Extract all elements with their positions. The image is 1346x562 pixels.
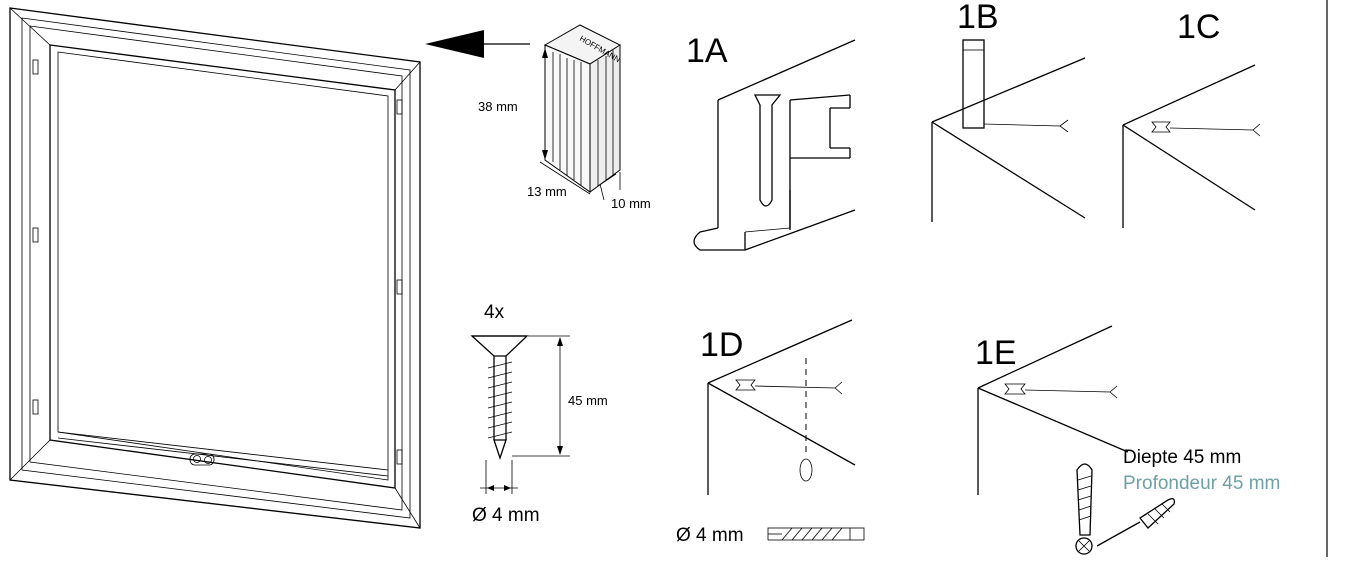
step-1c-corner xyxy=(1122,64,1261,228)
depth-note-nl: Diepte 45 mm xyxy=(1123,447,1241,468)
screw-in-icon xyxy=(1075,463,1093,555)
screw-diameter-label: Ø 4 mm xyxy=(472,505,540,526)
step-1e-label: 1E xyxy=(975,334,1017,372)
block-depth-label: 10 mm xyxy=(611,196,651,211)
screw-quantity-label: 4x xyxy=(484,302,505,323)
step-1d-corner xyxy=(707,319,856,495)
drill-diameter-label: Ø 4 mm xyxy=(676,525,744,546)
block-width-label: 13 mm xyxy=(527,184,567,199)
step-1b-corner xyxy=(931,39,1086,222)
step-1a-frame-section xyxy=(693,39,856,251)
wedge-block xyxy=(543,24,622,193)
window-frame xyxy=(9,7,421,529)
screw-length-label: 45 mm xyxy=(568,393,608,408)
screwdriver-icon xyxy=(1096,498,1176,547)
step-1e-corner xyxy=(977,325,1129,495)
drill-bit-icon xyxy=(767,527,865,541)
depth-note-fr: Profondeur 45 mm xyxy=(1123,473,1280,494)
screw-icon xyxy=(470,335,529,461)
screw-dimension-lines xyxy=(480,335,570,494)
step-1b-label: 1B xyxy=(957,0,999,36)
step-1d-label: 1D xyxy=(700,326,743,364)
step-1a-label: 1A xyxy=(686,32,728,70)
direction-arrow xyxy=(425,30,530,58)
block-dimension-lines xyxy=(539,48,621,201)
block-height-label: 38 mm xyxy=(478,99,518,114)
step-1c-label: 1C xyxy=(1177,8,1220,46)
